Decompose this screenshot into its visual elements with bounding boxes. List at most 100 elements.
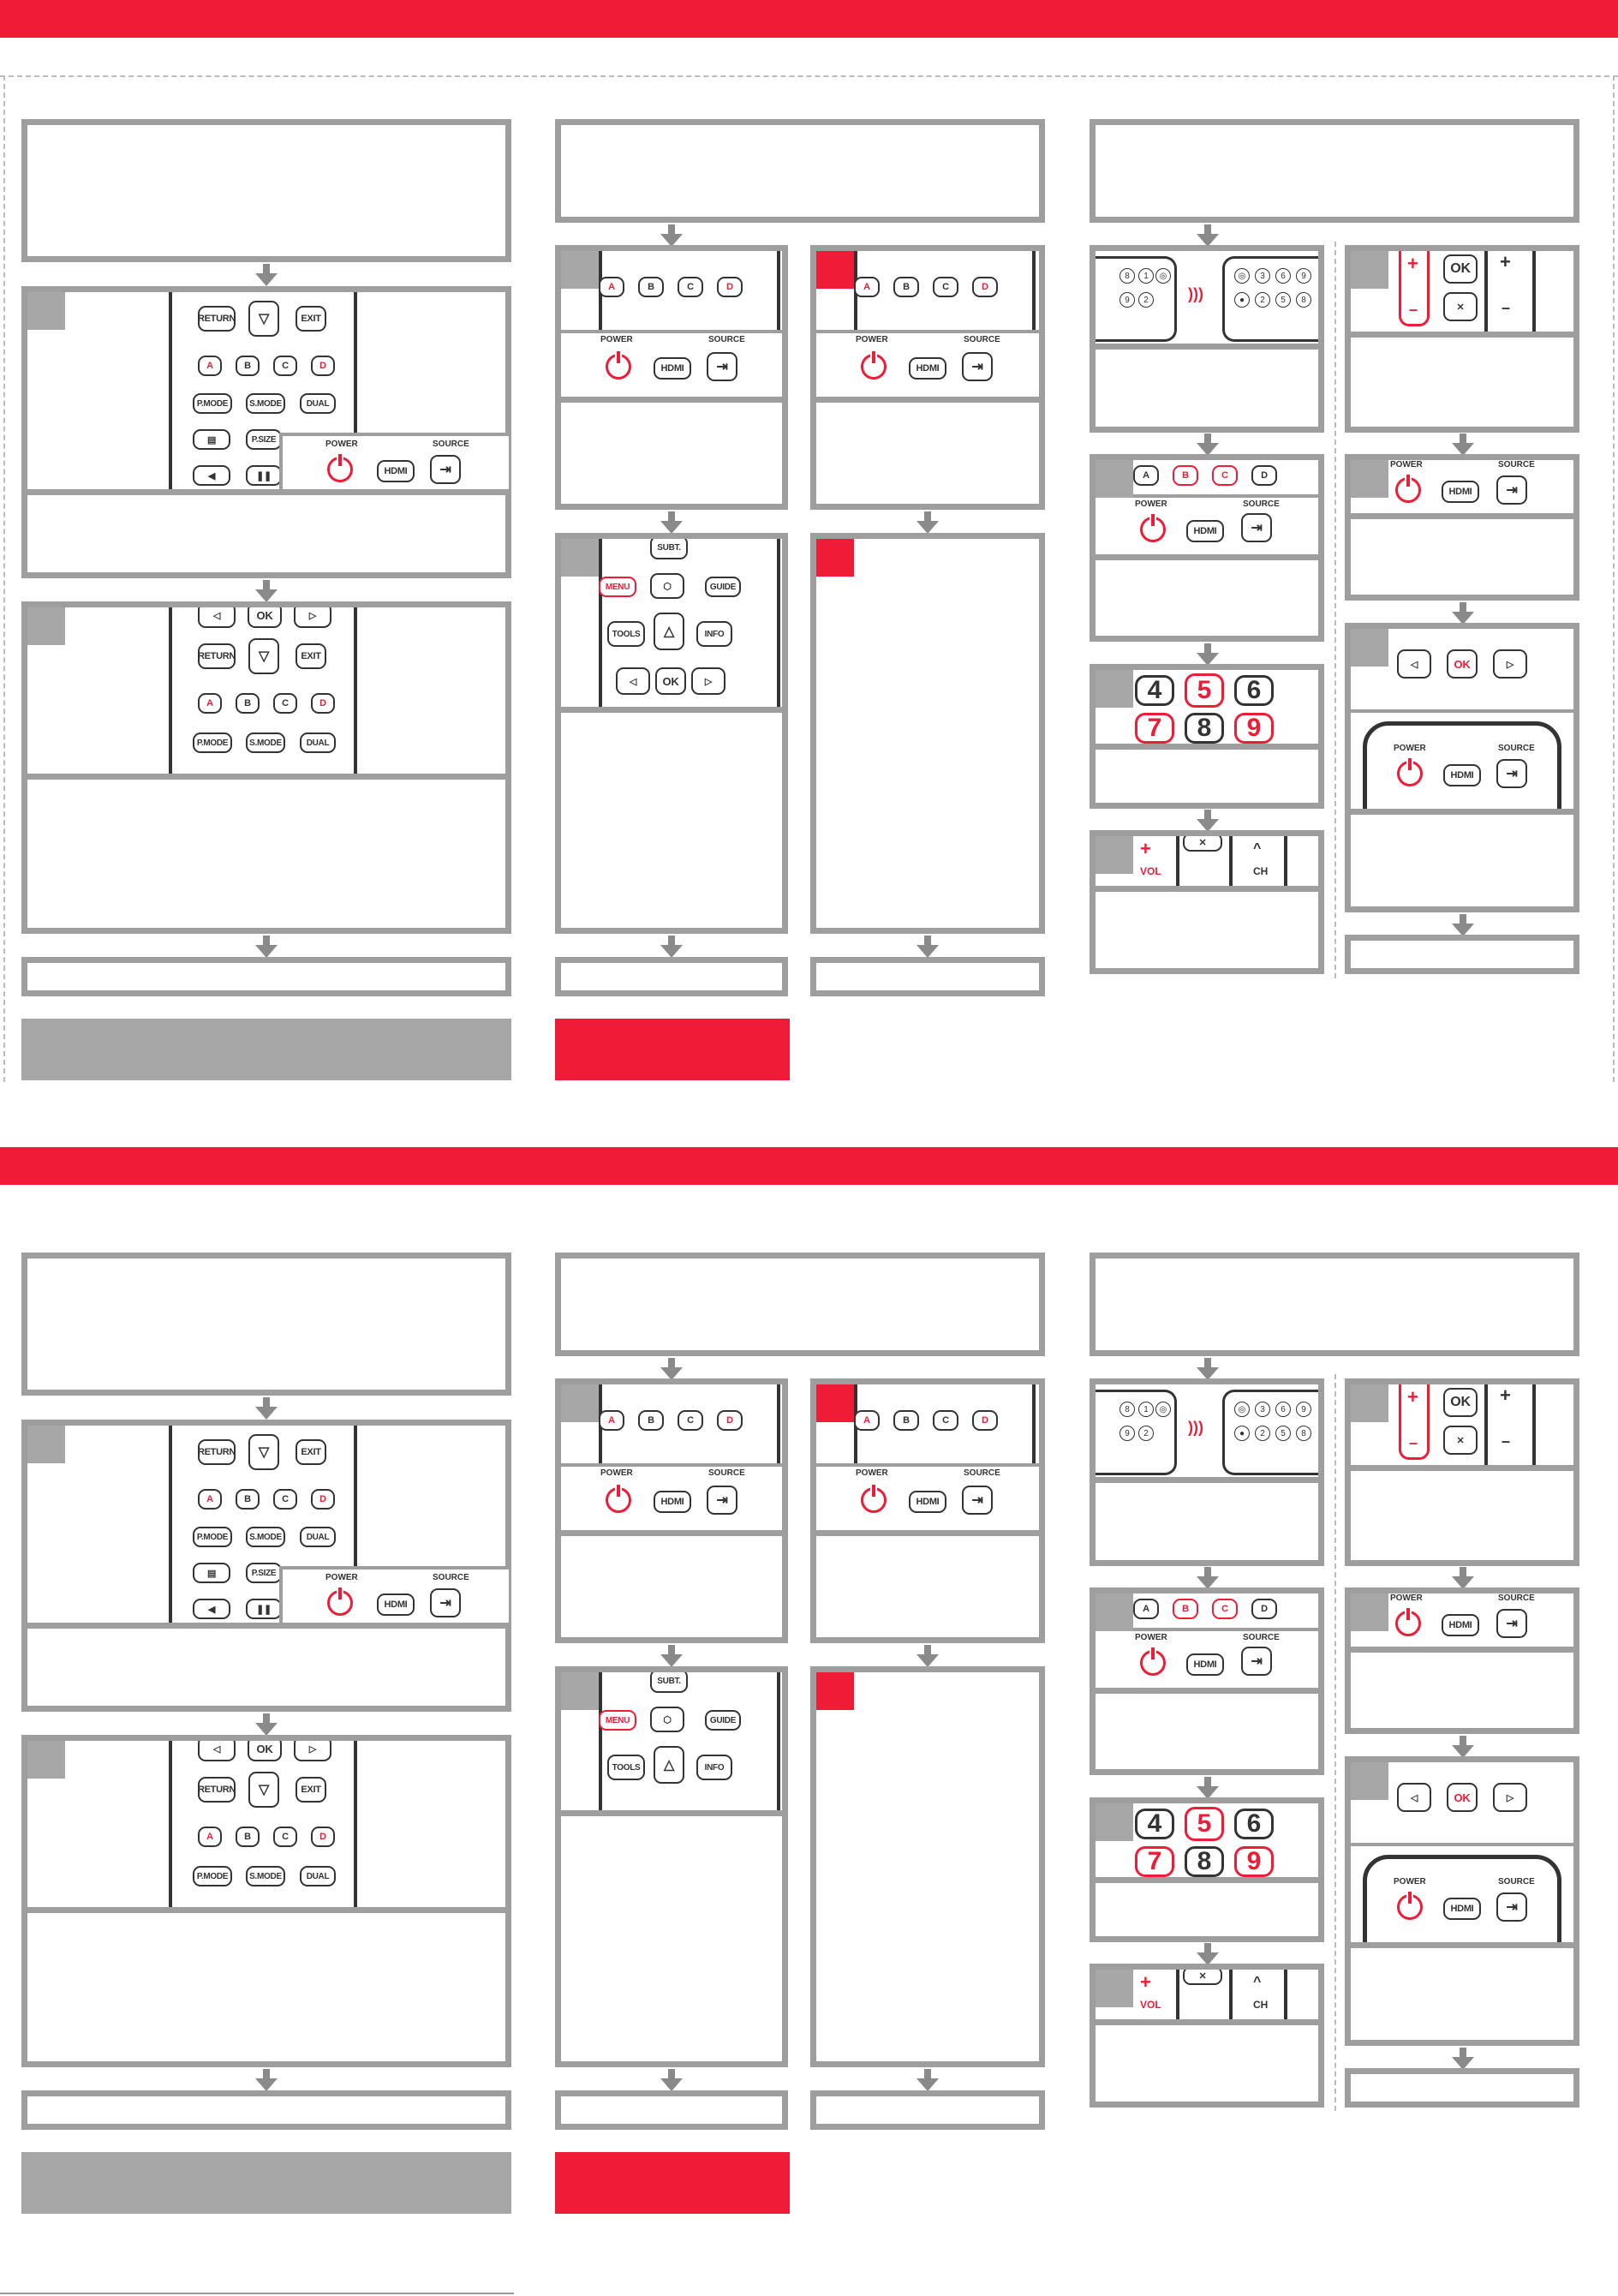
left-icon[interactable]: ◁ <box>198 607 236 628</box>
hdmi-button[interactable]: HDMI <box>909 1491 946 1513</box>
left-icon[interactable]: ◁ <box>198 1741 236 1761</box>
cube-icon[interactable]: ⬡ <box>650 1707 684 1732</box>
power-icon[interactable] <box>1140 514 1166 542</box>
up-icon[interactable]: △ <box>654 613 684 650</box>
a-button[interactable]: A <box>599 277 624 297</box>
c-button[interactable]: C <box>1212 465 1238 486</box>
key-icon[interactable]: 9 <box>1119 1426 1135 1441</box>
subt-button[interactable]: SUBT. <box>650 1672 688 1693</box>
hdmi-button[interactable]: HDMI <box>1442 1614 1479 1636</box>
guide-button[interactable]: GUIDE <box>705 577 741 597</box>
key-icon[interactable]: 9 <box>1296 1402 1311 1417</box>
key-icon[interactable]: 2 <box>1255 292 1270 308</box>
key-icon[interactable]: 5 <box>1275 1426 1291 1441</box>
smode-button[interactable]: S.MODE <box>246 1866 285 1886</box>
source-icon[interactable]: ⇥ <box>1241 513 1272 542</box>
d-button[interactable]: D <box>972 1410 998 1431</box>
a-button[interactable]: A <box>198 356 222 376</box>
b-button[interactable]: B <box>236 356 260 376</box>
a-button[interactable]: A <box>198 1489 222 1510</box>
a-button[interactable]: A <box>198 1827 222 1847</box>
smode-button[interactable]: S.MODE <box>246 393 285 414</box>
d-button[interactable]: D <box>717 1410 743 1431</box>
key-5[interactable]: 5 <box>1185 673 1224 708</box>
right-icon[interactable]: ▷ <box>1493 649 1527 679</box>
key-9[interactable]: 9 <box>1234 1846 1274 1877</box>
source-icon[interactable]: ⇥ <box>1496 475 1527 505</box>
power-icon[interactable] <box>1397 1892 1423 1920</box>
hdmi-button[interactable]: HDMI <box>377 1593 415 1616</box>
source-icon[interactable]: ⇥ <box>962 1486 993 1515</box>
right-icon[interactable]: ▷ <box>294 607 331 628</box>
b-button[interactable]: B <box>236 1489 260 1510</box>
ok-button[interactable]: OK <box>655 667 686 695</box>
psize-button[interactable]: P.SIZE <box>246 1563 282 1583</box>
b-button[interactable]: B <box>893 277 919 297</box>
info-button[interactable]: INFO <box>696 621 732 647</box>
key-icon[interactable]: 3 <box>1255 268 1270 284</box>
b-button[interactable]: B <box>1173 1599 1198 1619</box>
key-icon[interactable]: ● <box>1234 1426 1250 1441</box>
hdmi-button[interactable]: HDMI <box>1442 481 1479 503</box>
power-icon[interactable] <box>327 454 353 482</box>
key-5[interactable]: 5 <box>1185 1807 1224 1841</box>
left-icon[interactable]: ◁ <box>1397 649 1431 679</box>
guide-button[interactable]: GUIDE <box>705 1710 741 1731</box>
exit-button[interactable]: EXIT <box>296 306 326 332</box>
a-button[interactable]: A <box>599 1410 624 1431</box>
down-icon[interactable]: ▽ <box>248 1772 279 1808</box>
right-icon[interactable]: ▷ <box>1493 1783 1527 1812</box>
source-icon[interactable]: ⇥ <box>430 455 461 484</box>
source-icon[interactable]: ⇥ <box>1496 1609 1527 1638</box>
key-icon[interactable]: 6 <box>1275 1402 1291 1417</box>
key-icon[interactable]: 1 <box>1138 1402 1154 1417</box>
up-icon[interactable]: △ <box>654 1746 684 1784</box>
psize-button[interactable]: P.SIZE <box>246 429 282 450</box>
key-icon[interactable]: ◎ <box>1155 268 1171 284</box>
source-icon[interactable]: ⇥ <box>707 352 737 381</box>
subt-button[interactable]: SUBT. <box>650 539 688 559</box>
down-icon[interactable]: ▽ <box>248 638 279 674</box>
b-button[interactable]: B <box>236 693 260 714</box>
key-4[interactable]: 4 <box>1135 675 1174 706</box>
key-icon[interactable]: 8 <box>1296 292 1311 308</box>
power-icon[interactable] <box>1395 475 1421 503</box>
source-icon[interactable]: ⇥ <box>962 352 993 381</box>
key-icon[interactable]: 8 <box>1119 1402 1135 1417</box>
c-button[interactable]: C <box>273 356 297 376</box>
key-icon[interactable]: 2 <box>1138 1426 1154 1441</box>
mute-icon[interactable]: ✕ <box>1443 292 1478 321</box>
key-icon[interactable]: 2 <box>1138 292 1154 308</box>
exit-button[interactable]: EXIT <box>296 1439 326 1465</box>
hdmi-button[interactable]: HDMI <box>909 357 946 380</box>
d-button[interactable]: D <box>1251 1599 1277 1619</box>
key-4[interactable]: 4 <box>1135 1809 1174 1839</box>
hdmi-button[interactable]: HDMI <box>377 460 415 482</box>
d-button[interactable]: D <box>311 1827 335 1847</box>
power-icon[interactable] <box>1395 1608 1421 1636</box>
key-icon[interactable]: ◎ <box>1234 1402 1250 1417</box>
key-icon[interactable]: 9 <box>1119 292 1135 308</box>
return-button[interactable]: RETURN <box>198 643 236 669</box>
right-icon[interactable]: ▷ <box>691 667 725 695</box>
key-8[interactable]: 8 <box>1185 713 1224 744</box>
left-icon[interactable]: ◁ <box>616 667 650 695</box>
mute-icon[interactable]: ✕ <box>1443 1426 1478 1455</box>
d-button[interactable]: D <box>311 693 335 714</box>
key-7[interactable]: 7 <box>1135 713 1174 744</box>
c-button[interactable]: C <box>678 1410 703 1431</box>
pmode-button[interactable]: P.MODE <box>193 1866 232 1886</box>
hdmi-button[interactable]: HDMI <box>1186 1653 1224 1676</box>
b-button[interactable]: B <box>638 277 664 297</box>
source-icon[interactable]: ⇥ <box>1241 1647 1272 1676</box>
dual-button[interactable]: DUAL <box>300 732 336 753</box>
a-button[interactable]: A <box>854 277 880 297</box>
hdmi-button[interactable]: HDMI <box>1186 520 1224 542</box>
c-button[interactable]: C <box>933 277 958 297</box>
b-button[interactable]: B <box>638 1410 664 1431</box>
key-icon[interactable]: 5 <box>1275 292 1291 308</box>
c-button[interactable]: C <box>933 1410 958 1431</box>
c-button[interactable]: C <box>273 1827 297 1847</box>
key-6[interactable]: 6 <box>1234 675 1274 706</box>
key-icon[interactable]: ● <box>1234 292 1250 308</box>
